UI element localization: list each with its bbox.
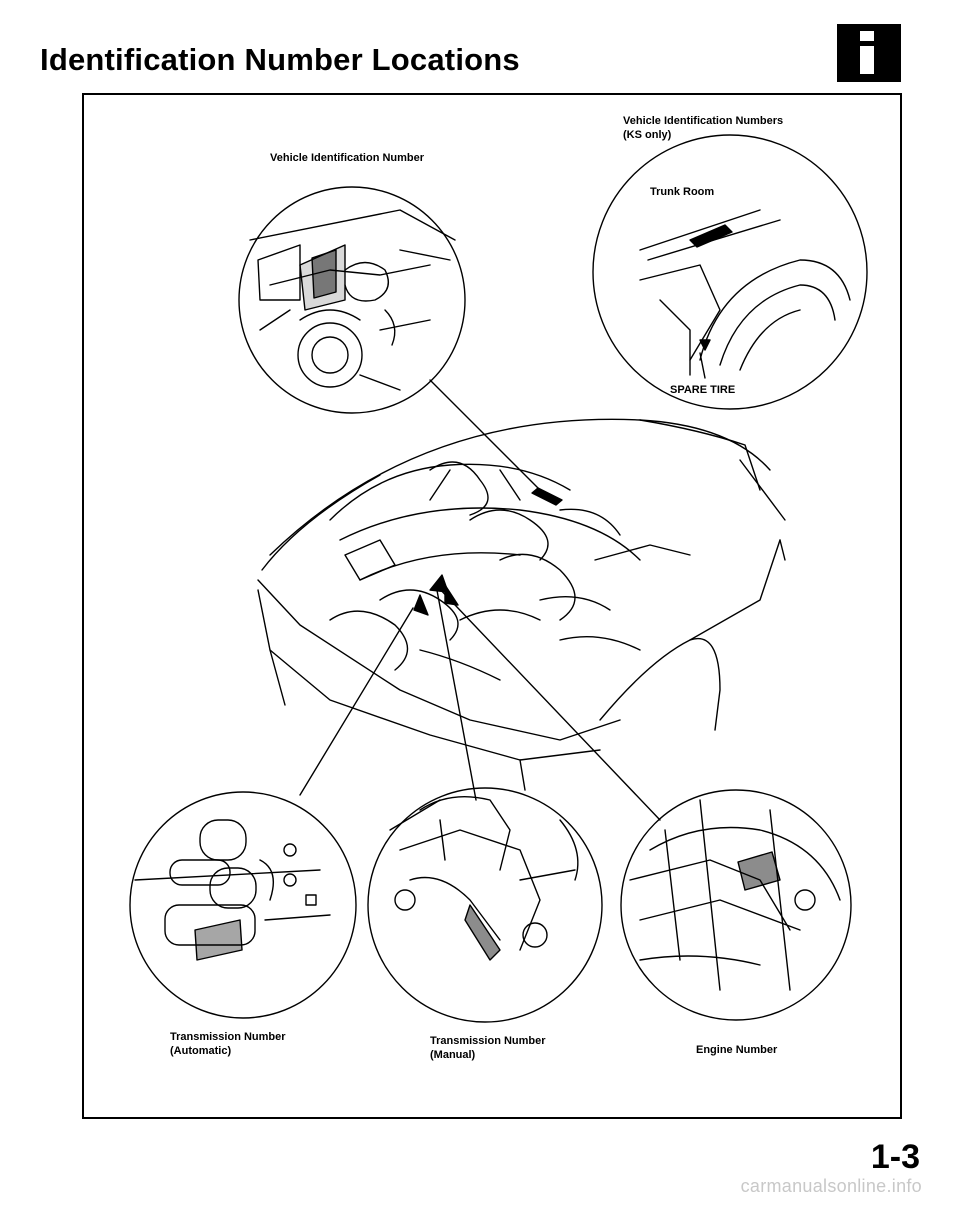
label-vin-ks-line2: (KS only) (623, 129, 672, 141)
car-body (257, 418, 786, 791)
label-trunk-room: Trunk Room (650, 186, 715, 198)
engine-detail-circle (620, 789, 852, 1021)
label-vin: Vehicle Identification Number (270, 152, 425, 164)
label-vin-ks-line1: Vehicle Identification Numbers (623, 115, 784, 127)
label-trans-manual-line1: Transmission Number (430, 1035, 546, 1047)
page-title: Identification Number Locations (40, 42, 520, 77)
label-engine-number: Engine Number (696, 1044, 778, 1056)
label-trans-auto-line1: Transmission Number (170, 1031, 286, 1043)
vin-detail-circle (238, 186, 466, 414)
diagram-frame (82, 93, 902, 1119)
page-number: 1-3 (870, 1138, 920, 1176)
trans-manual-detail-circle (367, 787, 603, 1023)
trunk-detail-circle (592, 134, 868, 410)
label-spare-tire: SPARE TIRE (670, 384, 736, 396)
location-arrows (413, 487, 563, 616)
section-badge (837, 24, 901, 82)
info-icon (837, 24, 901, 82)
label-trans-manual-line2: (Manual) (430, 1049, 476, 1061)
trans-auto-detail-circle (129, 791, 357, 1019)
leader-lines (299, 379, 661, 821)
label-trans-auto-line2: (Automatic) (170, 1045, 232, 1057)
watermark: carmanualsonline.info (740, 1176, 922, 1196)
